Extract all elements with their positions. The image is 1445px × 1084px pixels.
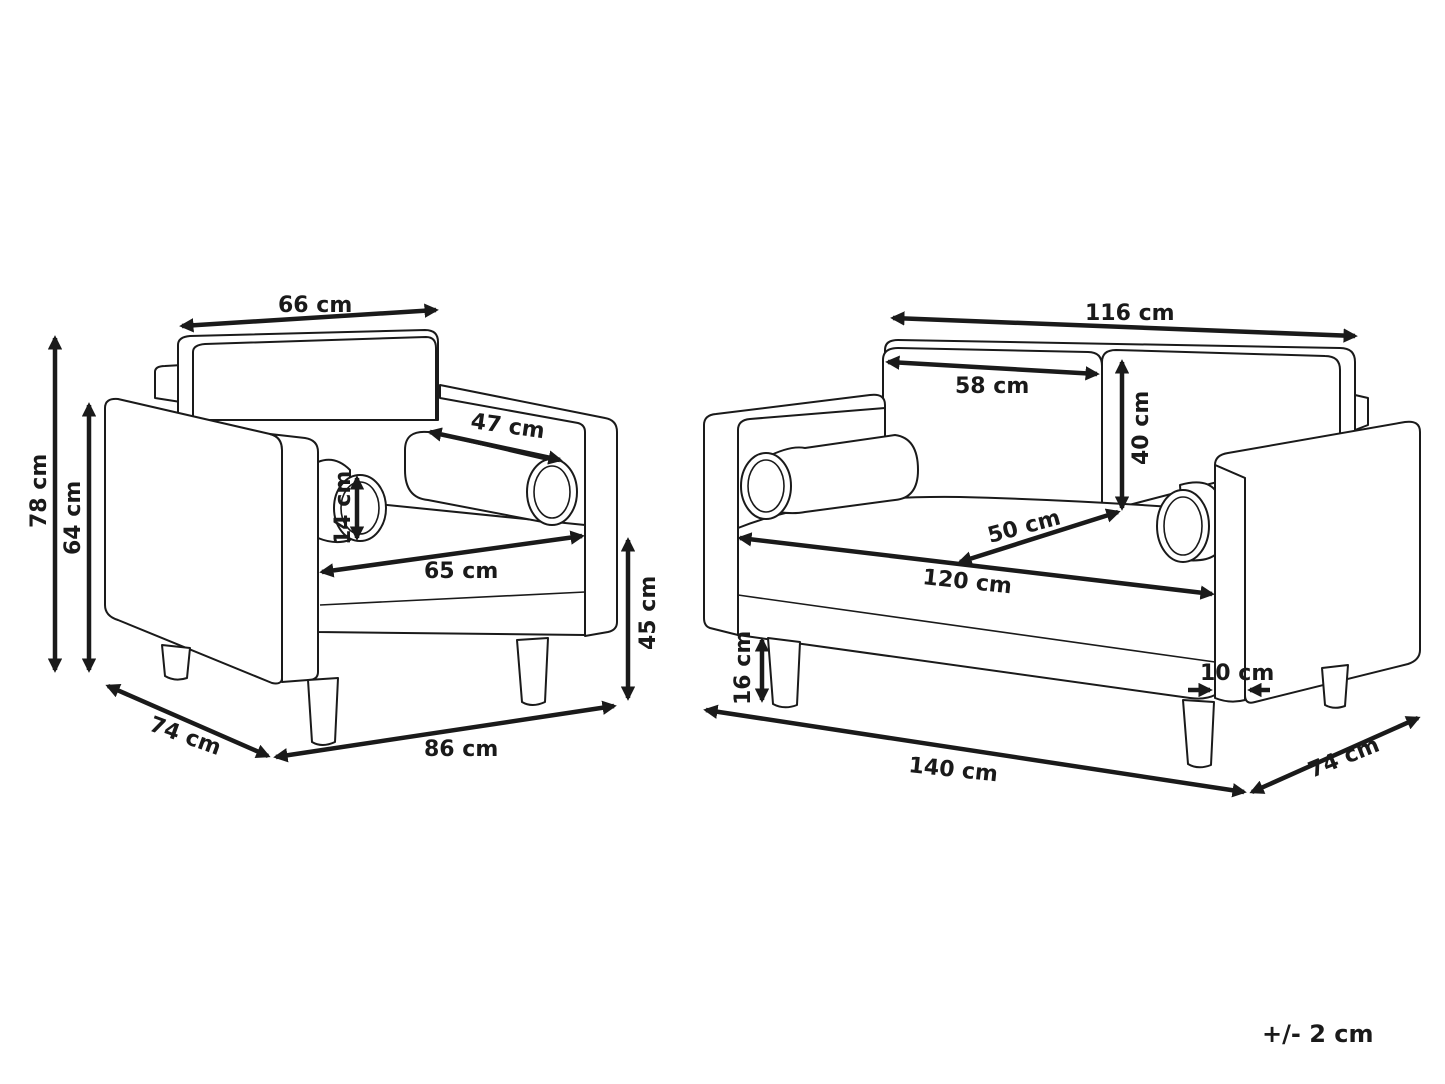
armchair-drawing	[104, 329, 618, 746]
armchair-backrest-width-line	[179, 303, 439, 333]
label-sofa-depth: 74 cm	[1305, 733, 1383, 784]
sofa-cushion-width-line	[885, 355, 1100, 381]
label-sofa-backrest-width: 116 cm	[1085, 301, 1175, 326]
label-armchair-bolster-diameter: 14 cm	[331, 471, 356, 545]
sofa-backrest-width-line	[890, 311, 1358, 343]
label-armchair-backrest-width: 66 cm	[278, 293, 352, 318]
label-sofa-cushion-width: 58 cm	[955, 374, 1029, 399]
armchair-bolster-length-line	[427, 427, 563, 465]
sofa-depth-line	[1249, 715, 1421, 795]
label-armchair-seat-height: 45 cm	[636, 576, 661, 650]
label-armchair-seat-width: 65 cm	[424, 559, 498, 584]
label-sofa-leg-height: 16 cm	[731, 631, 756, 705]
label-sofa-armrest-width: 10 cm	[1200, 661, 1274, 686]
label-sofa-width: 140 cm	[907, 753, 999, 787]
armchair-dimension-lines	[47, 303, 636, 763]
label-armchair-width: 86 cm	[424, 737, 498, 762]
sofa-seat-width-line	[737, 532, 1215, 600]
sofa-drawing	[703, 339, 1421, 769]
armchair-width-line	[273, 700, 617, 763]
label-sofa-cushion-height: 40 cm	[1129, 391, 1154, 465]
armchair-seat-width-line	[319, 530, 585, 578]
label-armchair-total-height: 78 cm	[27, 454, 52, 528]
armchair-depth-line	[105, 683, 271, 759]
sofa-width-line	[703, 704, 1247, 798]
tolerance-note: +/- 2 cm	[1262, 1020, 1374, 1048]
label-armchair-armrest-height: 64 cm	[61, 481, 86, 555]
sofa-dimension-lines	[703, 311, 1421, 798]
